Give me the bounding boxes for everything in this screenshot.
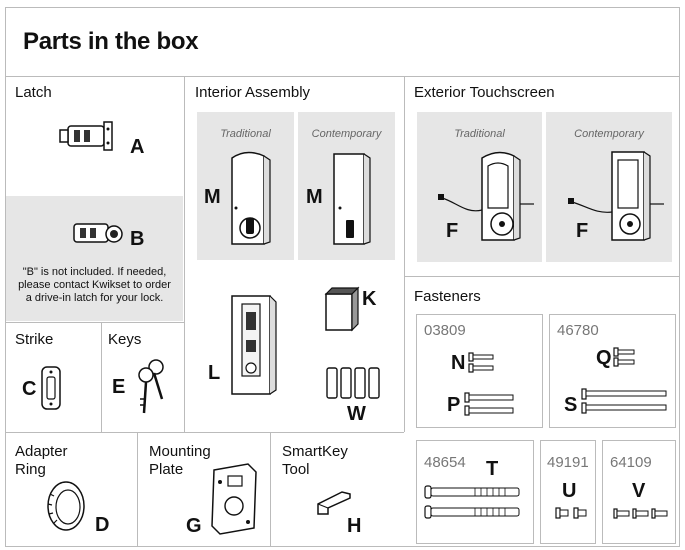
label-v: V [632,480,646,502]
screws-s-illustration [581,388,667,414]
pack-code-49191: 49191 [547,454,589,471]
label-m-traditional: M [204,186,221,208]
smartkey-tool-heading-line-1: SmartKey [282,443,348,460]
exterior-contemporary-panel [546,112,672,262]
divider [404,276,680,277]
label-n: N [451,352,466,374]
label-h: H [347,515,362,537]
label-g: G [186,515,202,537]
adapter-ring-heading-line-2: Ring [15,461,46,478]
label-b: B [130,228,145,250]
note-line-2: please contact Kwikset to order [18,279,171,291]
latch-b-panel [6,196,183,321]
label-m-contemporary: M [306,186,323,208]
outer-frame [5,7,680,547]
interior-mounting-assembly-illustration [231,295,277,395]
label-w: W [347,403,366,425]
keys-illustration [138,359,164,414]
label-d: D [95,514,110,536]
interior-contemporary-label: Contemporary [311,128,382,140]
adapter-ring-heading: Adapter Ring [15,443,68,479]
divider [184,76,185,432]
divider [101,322,102,432]
label-f-contemporary: F [576,220,589,242]
label-l: L [208,362,221,384]
divider [5,76,680,77]
exterior-contemporary-label: Contemporary [574,128,644,140]
screws-v-illustration [613,508,668,519]
screws-u-illustration [555,507,587,519]
fastener-pack-03809 [416,314,543,428]
pack-code-64109: 64109 [610,454,652,471]
screws-p-illustration [464,392,514,416]
bolts-t-illustration [424,485,520,519]
interior-traditional-label: Traditional [220,128,271,140]
divider [270,432,271,547]
smartkey-tool-heading-line-2: Tool [282,461,310,478]
latch-a-illustration [59,121,113,151]
strike-plate-illustration [41,366,61,410]
latch-b-note: "B" is not included. If needed, please c… [8,266,181,305]
strike-heading: Strike [15,331,54,348]
label-k: K [362,288,377,310]
pack-code-46780: 46780 [557,322,599,339]
label-f-traditional: F [446,220,459,242]
pack-code-03809: 03809 [424,322,466,339]
label-a: A [130,136,145,158]
latch-heading: Latch [15,84,52,101]
label-s: S [564,394,578,416]
mounting-plate-illustration [211,463,257,535]
divider [404,76,405,432]
fastener-pack-49191 [540,440,596,544]
exterior-traditional-label: Traditional [454,128,505,140]
label-t: T [486,458,499,480]
divider [5,322,184,323]
keys-heading: Keys [108,331,142,348]
fastener-pack-46780 [549,314,676,428]
fastener-pack-48654 [416,440,534,544]
label-e: E [112,376,126,398]
mounting-plate-heading-line-2: Plate [149,461,184,478]
batteries-illustration [326,367,380,399]
exterior-heading: Exterior Touchscreen [414,84,555,101]
exterior-contemporary-illustration [568,151,664,241]
exterior-traditional-illustration [438,151,534,241]
divider [5,432,404,433]
label-c: C [22,378,37,400]
note-line-3: a drive-in latch for your lock. [25,292,164,304]
screws-n-illustration [468,352,494,373]
adapter-ring-heading-line-1: Adapter [15,443,68,460]
fastener-pack-64109 [602,440,676,544]
exterior-traditional-panel [417,112,542,262]
smartkey-tool-heading: SmartKey Tool [282,443,348,479]
adapter-ring-illustration [47,481,85,531]
pack-code-48654: 48654 [424,454,466,471]
latch-b-illustration [73,223,123,243]
label-q: Q [596,347,612,369]
interior-contemporary-illustration [333,153,371,245]
interior-traditional-illustration [231,151,271,245]
interior-heading: Interior Assembly [195,84,311,101]
label-u: U [562,480,577,502]
fasteners-heading: Fasteners [414,288,481,305]
mounting-plate-heading: Mounting Plate [149,443,211,479]
label-p: P [447,394,461,416]
mounting-plate-heading-line-1: Mounting [149,443,211,460]
smartkey-tool-illustration [317,491,351,515]
note-line-1: "B" is not included. If needed, [22,266,167,278]
divider [137,432,138,547]
page-title: Parts in the box [23,28,199,55]
screws-q-illustration [613,347,635,367]
battery-pack-illustration [324,286,360,332]
